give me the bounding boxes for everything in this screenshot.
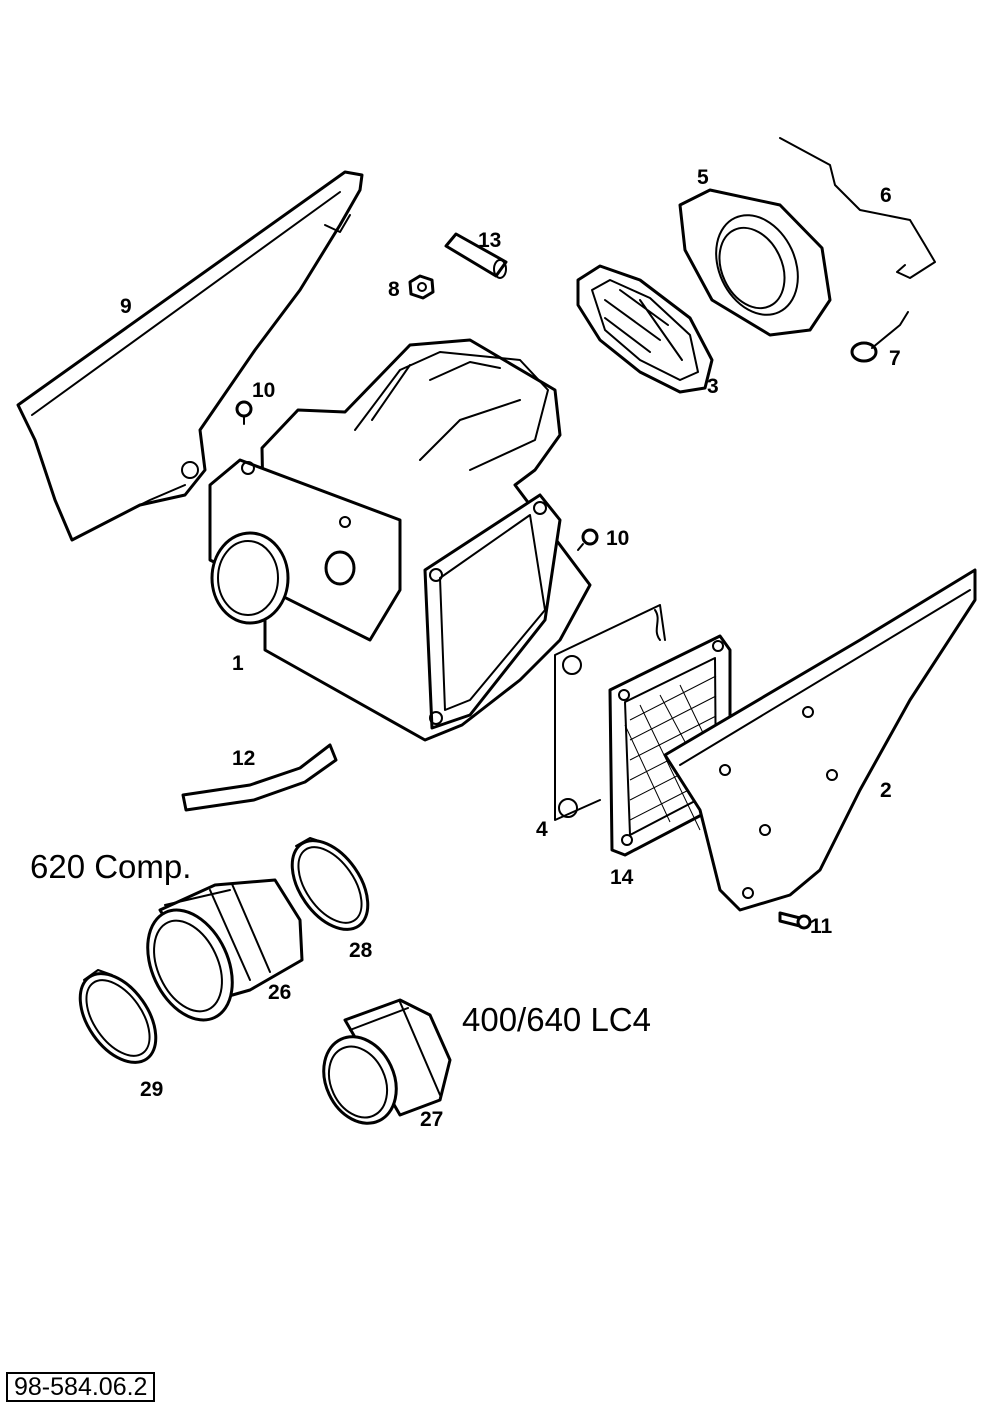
callout-10-upper: 10 bbox=[252, 379, 275, 402]
part-27-intake-boot bbox=[322, 998, 452, 1125]
part-4-gasket bbox=[554, 604, 666, 821]
part-13-sleeve bbox=[444, 232, 508, 279]
callout-11: 11 bbox=[810, 915, 833, 938]
callout-1: 1 bbox=[232, 652, 244, 675]
callout-7: 7 bbox=[889, 347, 901, 370]
part-8-nut bbox=[408, 274, 435, 300]
part-12-hose bbox=[181, 743, 338, 812]
callout-27: 27 bbox=[420, 1108, 443, 1131]
callout-26: 26 bbox=[268, 981, 291, 1004]
part-3-filter-cage bbox=[576, 264, 714, 394]
callout-5: 5 bbox=[697, 166, 709, 189]
part-5-filter-element bbox=[678, 188, 832, 337]
callout-9: 9 bbox=[120, 295, 132, 318]
part-11-screw bbox=[778, 911, 812, 930]
model-label-620-comp: 620 Comp. bbox=[30, 848, 191, 885]
callout-13: 13 bbox=[478, 229, 501, 252]
callout-14: 14 bbox=[610, 866, 634, 889]
part-26-intake-boot bbox=[146, 878, 304, 1022]
part-6-wire-bail bbox=[779, 137, 936, 279]
callout-10-right: 10 bbox=[606, 527, 629, 550]
model-label-400-640-lc4: 400/640 LC4 bbox=[462, 1001, 651, 1038]
callout-6: 6 bbox=[880, 184, 892, 207]
part-28-hose-clamp bbox=[290, 837, 370, 931]
part-9-left-side-panel bbox=[16, 170, 364, 542]
part-29-hose-clamp bbox=[78, 969, 158, 1064]
document-number: 98-584.06.2 bbox=[6, 1372, 156, 1402]
callout-8: 8 bbox=[388, 278, 400, 301]
callout-3: 3 bbox=[707, 375, 719, 398]
callout-29: 29 bbox=[140, 1078, 163, 1101]
callout-4: 4 bbox=[536, 818, 548, 841]
part-1-airbox bbox=[208, 338, 592, 742]
part-10-screw-right bbox=[577, 528, 599, 551]
part-10-screw-upper bbox=[235, 400, 253, 425]
part-7-pin bbox=[850, 311, 909, 363]
callout-28: 28 bbox=[349, 939, 373, 962]
callout-2: 2 bbox=[880, 779, 892, 802]
part-2-right-side-panel bbox=[663, 568, 977, 912]
callout-12: 12 bbox=[232, 747, 255, 770]
